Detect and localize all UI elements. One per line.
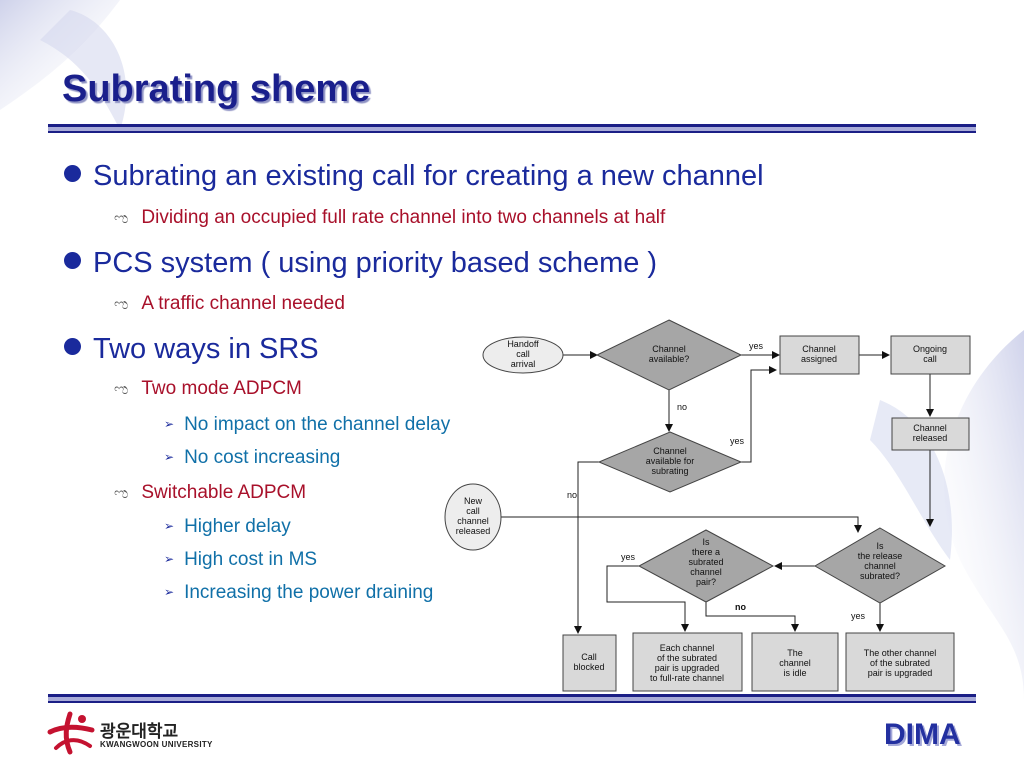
arrow-bullet-icon: ➢: [164, 450, 175, 464]
footer-divider: [48, 694, 976, 703]
edge-label-yes: yes: [621, 552, 636, 562]
arrow-bullet-icon: ➢: [164, 585, 175, 599]
bullet-marker-icon: ಌ: [114, 485, 129, 502]
edge-label-no: no: [677, 402, 687, 412]
edge-label-yes: yes: [851, 611, 866, 621]
bullet-level1: Two ways in SRS: [64, 333, 319, 366]
bullet-dot-icon: [64, 252, 81, 269]
edge-label-yes: yes: [730, 436, 745, 446]
university-logo-icon: [47, 711, 95, 755]
university-name-english: KWANGWOON UNIVERSITY: [100, 740, 213, 749]
bullet-level1: Subrating an existing call for creating …: [64, 160, 764, 193]
bullet-dot-icon: [64, 165, 81, 182]
edge-label-no: no: [567, 490, 577, 500]
arrow-bullet-icon: ➢: [164, 552, 175, 566]
bullet-level1: PCS system ( using priority based scheme…: [64, 247, 657, 280]
arrow-bullet-icon: ➢: [164, 417, 175, 431]
bullet-level3: ➢High cost in MS: [164, 549, 318, 570]
bullet-dot-icon: [64, 338, 81, 355]
arrow-bullet-icon: ➢: [164, 519, 175, 533]
brand-logo-text: DIMA: [884, 718, 961, 751]
edge-label-no: no: [735, 602, 746, 612]
bullet-level3: ➢No cost increasing: [164, 447, 341, 468]
bullet-level3: ➢Higher delay: [164, 516, 291, 537]
bullet-level3: ➢No impact on the channel delay: [164, 414, 451, 435]
university-name-korean: 광운대학교: [100, 722, 179, 742]
title-divider: [48, 124, 976, 133]
bullet-marker-icon: ಌ: [114, 296, 129, 313]
bullet-marker-icon: ಌ: [114, 210, 129, 227]
edge-label-yes: yes: [749, 341, 764, 351]
slide-title: Subrating sheme: [62, 68, 371, 110]
bullet-level3: ➢Increasing the power draining: [164, 582, 434, 603]
bullet-marker-icon: ಌ: [114, 381, 129, 398]
